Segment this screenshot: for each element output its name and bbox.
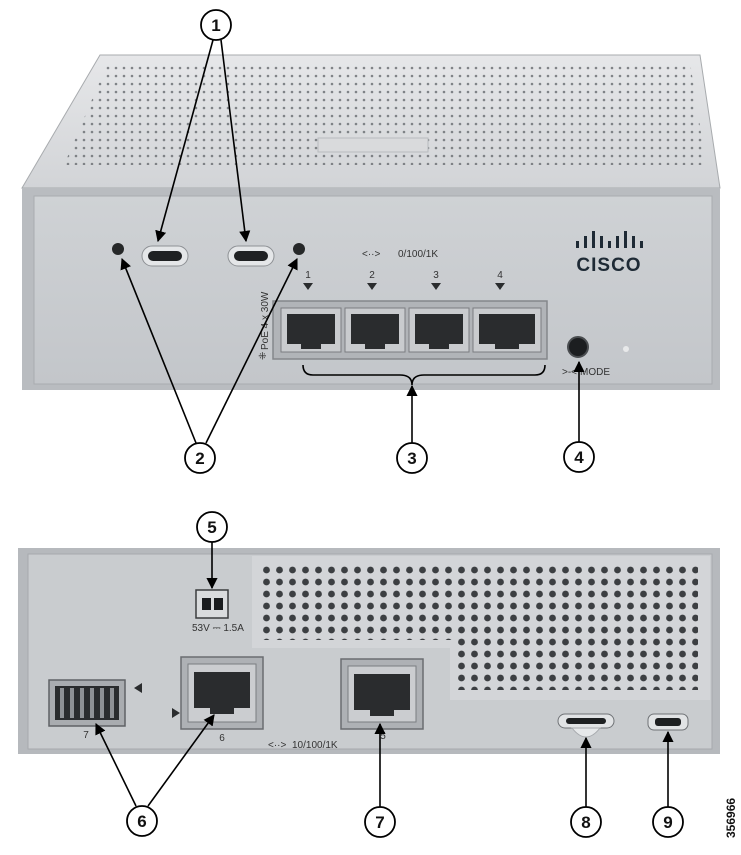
rj45-port-group: [280, 307, 542, 353]
svg-text:5: 5: [207, 518, 216, 537]
mode-icon: >-<: [562, 367, 577, 378]
port-number: 2: [369, 270, 375, 281]
callout-marker: 1: [200, 9, 232, 41]
callout-marker: 2: [184, 442, 216, 474]
svg-text:7: 7: [375, 813, 384, 832]
port-number: 1: [305, 270, 311, 281]
sd-card-slot-opening: [566, 718, 606, 724]
usb-c-port-opening: [148, 251, 182, 261]
network-icon: ⁜: [258, 352, 269, 360]
rj45-port[interactable]: [344, 307, 406, 353]
power-connector[interactable]: [195, 589, 229, 619]
sfp-port-opening: [55, 686, 119, 720]
callout-marker: 8: [570, 806, 602, 838]
status-led: [112, 243, 124, 255]
callout-marker: 9: [652, 806, 684, 838]
port-indicator-icon: [303, 283, 313, 290]
callout-marker: 4: [563, 441, 595, 473]
port-number: 4: [497, 270, 503, 281]
rj45-port[interactable]: [472, 307, 542, 353]
svg-text:6: 6: [137, 812, 146, 831]
sfp-cage-teeth: [60, 688, 114, 718]
callout-marker: 6: [126, 805, 158, 837]
port-indicator-icon: [134, 683, 142, 693]
callout-lines: [95, 39, 674, 807]
status-led: [293, 243, 305, 255]
svg-text:8: 8: [581, 813, 590, 832]
uplink-port-number: 5: [380, 731, 386, 742]
rj45-port[interactable]: [187, 663, 257, 723]
callout-marker: 7: [364, 806, 396, 838]
port-number: 3: [433, 270, 439, 281]
port-indicator-icon: [172, 708, 180, 718]
usb-c-port-opening: [234, 251, 268, 261]
brand-name: CISCO: [576, 255, 641, 276]
rj45-port[interactable]: [280, 307, 342, 353]
speed-arrow-icon: <··>: [268, 740, 287, 751]
cisco-logo-icon: [576, 231, 643, 248]
port-indicator-icon: [367, 283, 377, 290]
port-indicator-icon: [431, 283, 441, 290]
power-label: 53V ⎓ 1.5A: [192, 623, 244, 634]
rj45-port-number: 6: [219, 733, 225, 744]
callout-marker: 3: [396, 442, 428, 474]
power-pin: [214, 598, 223, 610]
lid-label: [317, 137, 429, 153]
front-view: <··> 0/100/1K 1 2 3 4 PoE 4 x 30W ⁜: [21, 54, 721, 390]
sd-slot-recess: [570, 727, 602, 738]
rear-speed-label: 10/100/1K: [292, 740, 338, 751]
rj45-port[interactable]: [347, 665, 417, 723]
mode-button[interactable]: [567, 336, 589, 358]
port-indicator-icon: [495, 283, 505, 290]
rear-view: 53V ⎓ 1.5A 7 6 <··> 10/100/1K 5: [18, 548, 720, 754]
callout-marker: 5: [196, 511, 228, 543]
figure-id: 356966: [724, 798, 738, 838]
svg-text:9: 9: [663, 813, 672, 832]
system-led: [623, 346, 629, 352]
rear-vent-holes: [258, 562, 698, 690]
svg-text:1: 1: [211, 16, 220, 35]
svg-text:4: 4: [574, 448, 584, 467]
poe-label: PoE 4 x 30W: [260, 291, 271, 350]
vent-area-top: [64, 62, 706, 165]
svg-text:3: 3: [407, 449, 416, 468]
micro-usb-port-opening: [655, 718, 681, 726]
mode-label: MODE: [580, 367, 610, 378]
svg-text:2: 2: [195, 449, 204, 468]
power-pin: [202, 598, 211, 610]
sfp-port-number: 7: [83, 730, 89, 741]
rj45-port[interactable]: [408, 307, 470, 353]
front-speed-label: 0/100/1K: [398, 249, 438, 260]
callout-markers: 1 2 3 4 5 6 7 8: [126, 9, 684, 838]
speed-arrow-icon: <··>: [362, 249, 381, 260]
